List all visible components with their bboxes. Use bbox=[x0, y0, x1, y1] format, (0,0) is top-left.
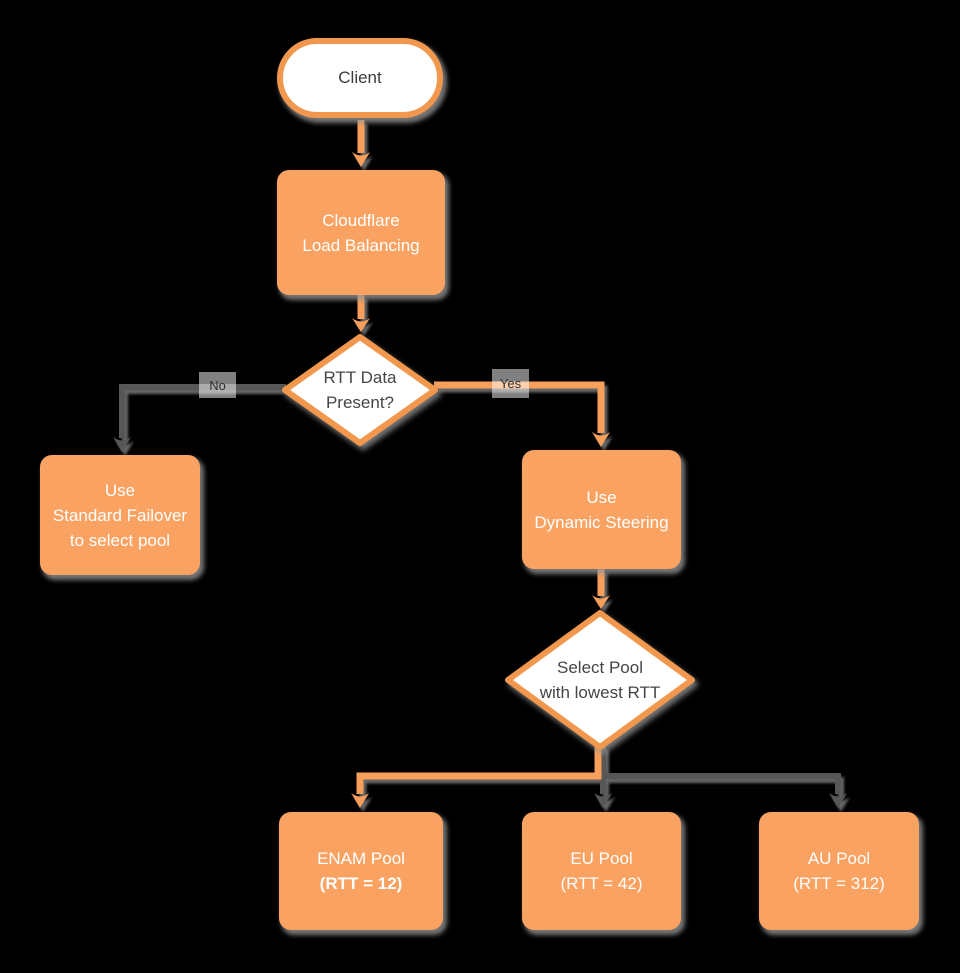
node-eu-pool: EU Pool (RTT = 42) bbox=[522, 812, 681, 930]
node-dynamic-steering-line2: Dynamic Steering bbox=[534, 512, 669, 532]
node-standard-failover: Use Standard Failover to select pool bbox=[40, 455, 200, 575]
diamond-shape bbox=[282, 334, 438, 446]
connector-loadbalancer-to-rtt-decision bbox=[352, 295, 370, 332]
node-client: Client bbox=[277, 38, 443, 118]
connector-select-to-au bbox=[603, 773, 847, 808]
node-enam-pool-rtt: (RTT = 12) bbox=[319, 874, 403, 893]
node-load-balancer: Cloudflare Load Balancing bbox=[277, 170, 445, 295]
node-standard-failover-line1: Use bbox=[104, 480, 136, 500]
node-au-pool-line1: AU Pool bbox=[807, 849, 871, 868]
node-rtt-decision-line2: Present? bbox=[325, 393, 395, 412]
node-load-balancer-line1: Cloudflare bbox=[322, 210, 400, 230]
connector-steering-to-select-pool bbox=[592, 569, 610, 609]
node-au-pool: AU Pool (RTT = 312) bbox=[759, 812, 919, 930]
node-rtt-decision-line1: RTT Data bbox=[323, 368, 397, 387]
node-dynamic-steering-line1: Use bbox=[586, 487, 617, 507]
node-standard-failover-line3: to select pool bbox=[69, 530, 171, 550]
connector-yes-branch bbox=[434, 381, 610, 447]
diamond-shape bbox=[505, 610, 695, 750]
node-eu-pool-rtt: (RTT = 42) bbox=[560, 874, 643, 893]
connector-client-to-loadbalancer bbox=[352, 120, 370, 167]
node-select-pool-line2: with lowest RTT bbox=[539, 683, 661, 702]
node-au-pool-rtt: (RTT = 312) bbox=[793, 874, 885, 893]
connector-select-to-eu bbox=[594, 746, 612, 808]
node-select-pool: Select Pool with lowest RTT bbox=[504, 609, 696, 751]
edge-label-yes-text: Yes bbox=[499, 376, 522, 391]
edge-label-no: No bbox=[199, 372, 236, 398]
connector-select-to-enam bbox=[351, 746, 602, 808]
node-enam-pool-line1: ENAM Pool bbox=[317, 849, 405, 868]
edge-label-yes: Yes bbox=[492, 369, 529, 398]
node-dynamic-steering: Use Dynamic Steering bbox=[522, 450, 681, 569]
node-rtt-decision: RTT Data Present? bbox=[281, 333, 439, 447]
node-client-label: Client bbox=[338, 68, 382, 87]
node-eu-pool-line1: EU Pool bbox=[570, 849, 633, 868]
node-select-pool-line1: Select Pool bbox=[557, 658, 643, 677]
connector-shadows bbox=[116, 124, 850, 812]
node-standard-failover-line2: Standard Failover bbox=[52, 505, 188, 525]
node-load-balancer-line2: Load Balancing bbox=[302, 235, 420, 255]
node-enam-pool: ENAM Pool (RTT = 12) bbox=[279, 812, 443, 930]
edge-label-no-text: No bbox=[209, 377, 226, 393]
